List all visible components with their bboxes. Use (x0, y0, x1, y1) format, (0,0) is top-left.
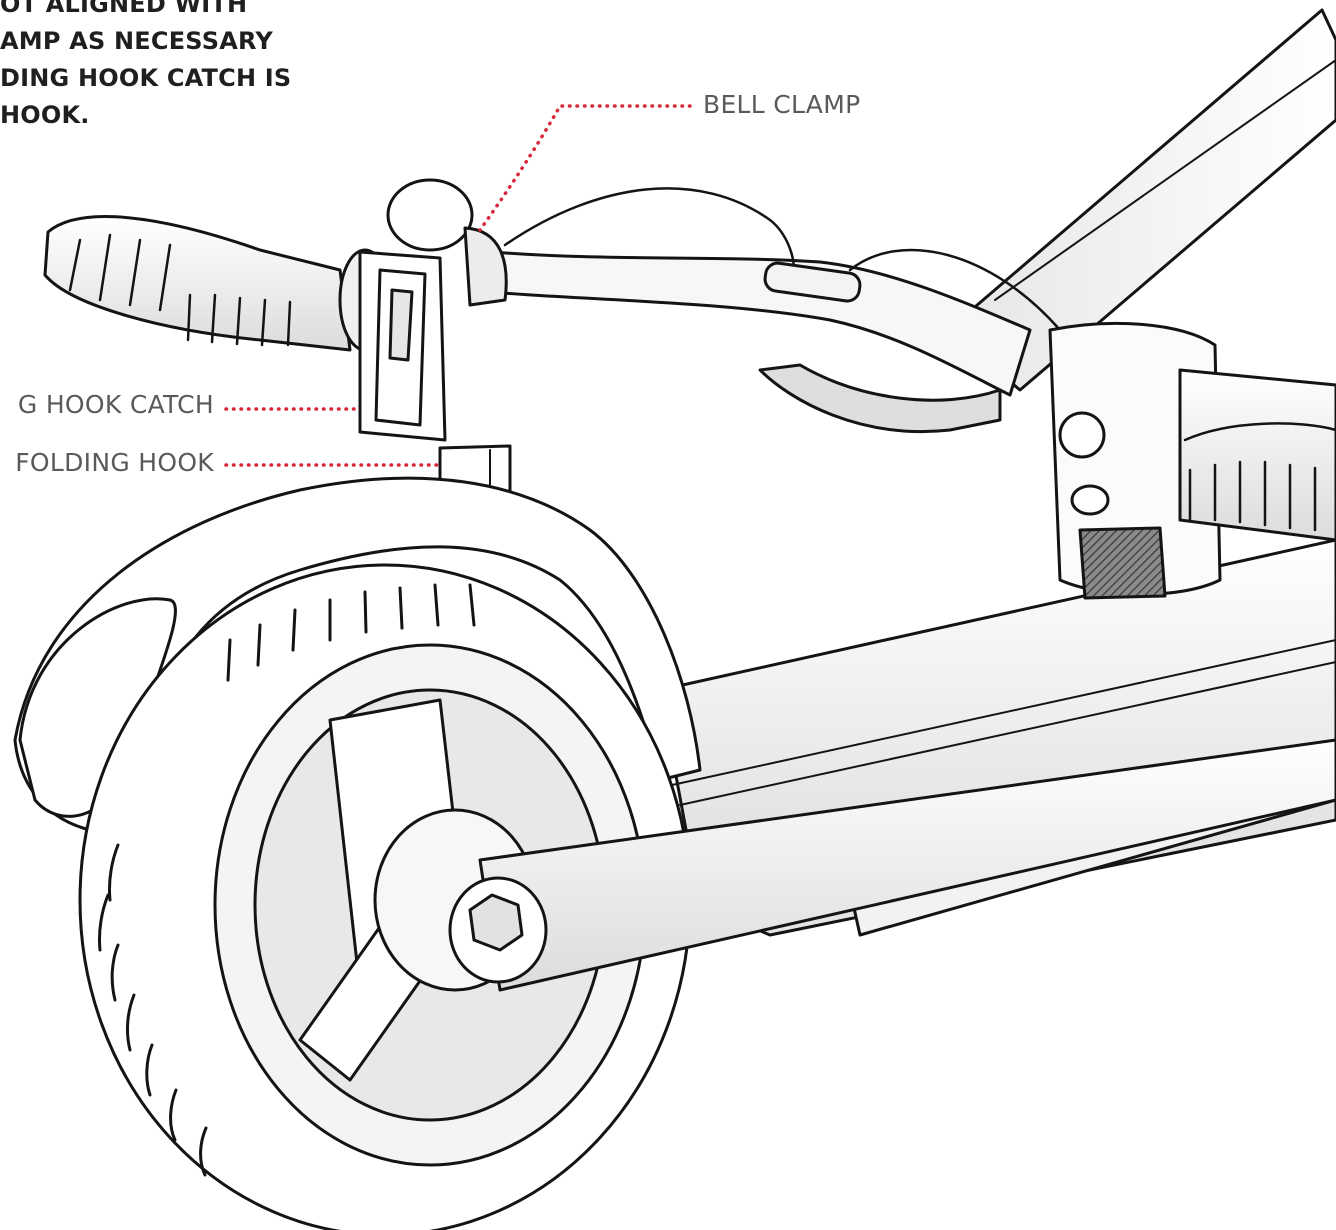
bell (386, 178, 1062, 332)
folding-hook-label: FOLDING HOOK (15, 448, 214, 477)
instruction-line: DING HOOK CATCH IS (0, 64, 292, 92)
instruction-line: HOOK. (0, 101, 90, 129)
handlebar (468, 248, 1032, 433)
left-grip (43, 215, 392, 352)
folding-hook-catch-part (358, 250, 447, 442)
axle-arm (448, 738, 1336, 992)
instruction-line: AMP AS NECESSARY (0, 27, 273, 55)
instruction-text: OT ALIGNED WITH AMP AS NECESSARY DING HO… (0, 0, 320, 134)
right-grip (1048, 321, 1336, 600)
folding-hook-catch-label: G HOOK CATCH (17, 390, 214, 419)
wheel-hub (298, 698, 537, 1082)
bell-clamp-leader (478, 104, 692, 232)
instruction-line: OT ALIGNED WITH (0, 0, 248, 18)
bell-clamp-label: BELL CLAMP (703, 90, 861, 119)
